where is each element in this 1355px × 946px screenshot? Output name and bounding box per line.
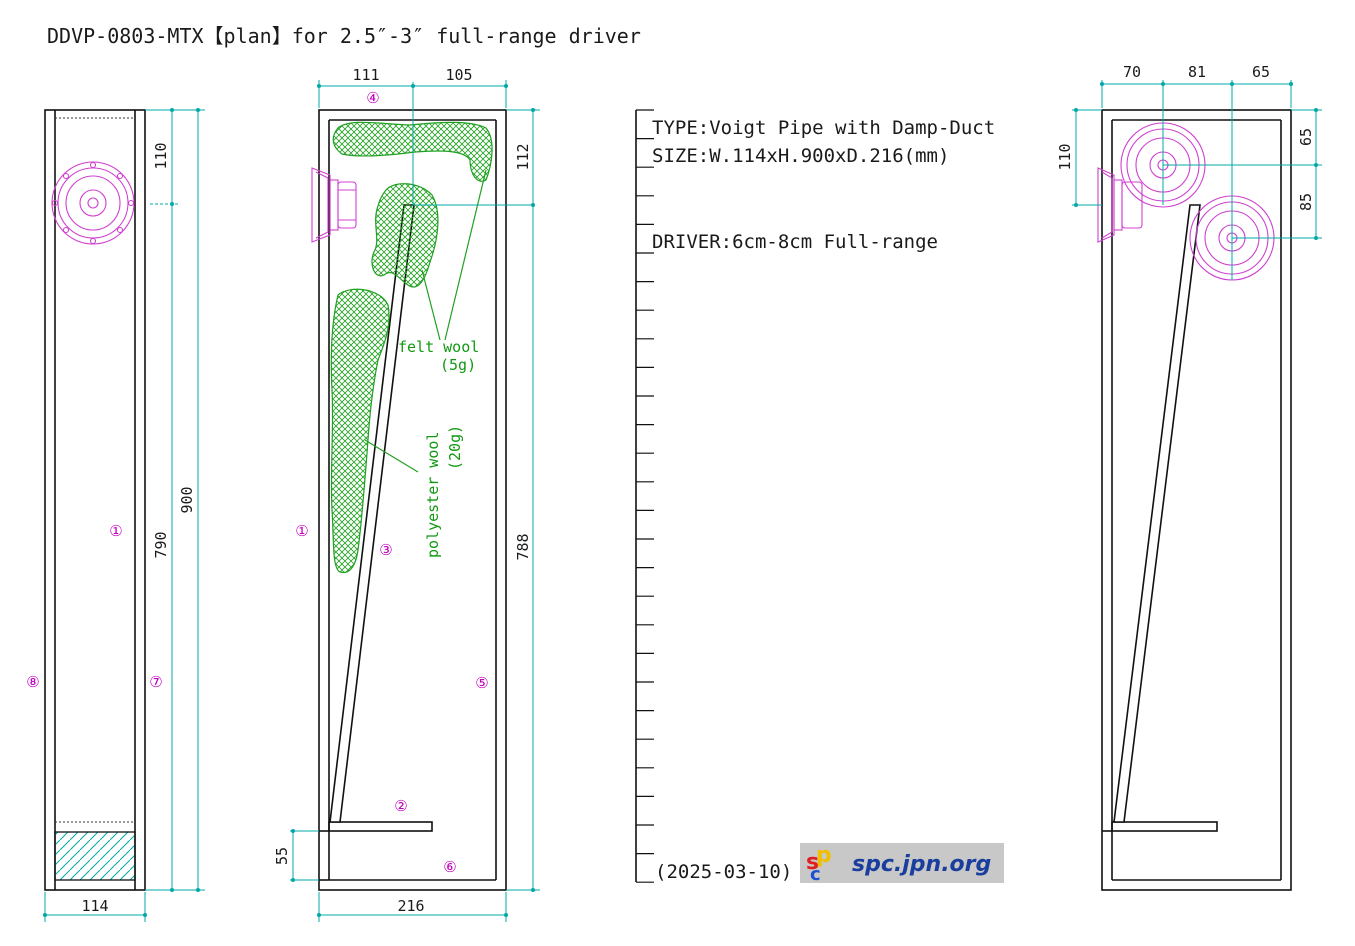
spec-driver: DRIVER:6cm-8cm Full-range: [652, 231, 938, 253]
polyester-wool: [330, 288, 390, 574]
duct-opening-hatch: [54, 831, 136, 881]
side-top-left-dim: 111: [352, 66, 379, 84]
felt-wool-label: felt wool: [398, 338, 479, 356]
polyester-wool-weight: (20g): [446, 425, 464, 470]
felt-wool-weight: (5g): [440, 356, 476, 374]
logo-mark-p: p: [816, 843, 832, 868]
logo-background: [800, 843, 1004, 883]
part-label-3: ③: [379, 541, 392, 559]
alt-outline: [1101, 109, 1292, 891]
part-label-5: ⑤: [475, 674, 488, 692]
side-top-right-dim: 105: [445, 66, 472, 84]
spec-date: (2025-03-10): [655, 861, 792, 883]
side-upper-dim: 112: [514, 143, 532, 170]
alt-right-dim-a: 65: [1297, 128, 1315, 146]
front-height-dim: 900: [178, 486, 196, 513]
part-label-front: ①: [109, 522, 122, 540]
part-label-2: ②: [394, 797, 407, 815]
alt-top-dim-b: 81: [1188, 63, 1206, 81]
front-upper-dim: 110: [152, 142, 170, 169]
alt-top-dim-c: 65: [1252, 63, 1270, 81]
alt-view: 70 81 65 110 65 85: [1056, 63, 1322, 891]
side-view: felt wool (5g) polyester wool (20g) 111 …: [273, 66, 540, 922]
alt-left-dim: 110: [1056, 143, 1074, 170]
felt-wool-middle: [371, 183, 439, 288]
spec-panel: TYPE:Voigt Pipe with Damp-Duct SIZE:W.11…: [635, 109, 1004, 885]
driver-front-icon: [51, 161, 135, 245]
front-width-dim: 114: [81, 897, 108, 915]
polyester-wool-label: polyester wool: [424, 432, 442, 558]
part-label-6: ⑥: [443, 858, 456, 876]
alt-top-dim-a: 70: [1123, 63, 1141, 81]
part-label-4: ④: [366, 89, 379, 107]
alt-right-dim-b: 85: [1297, 193, 1315, 211]
logo-mark-c: c: [810, 864, 821, 885]
side-base-gap-dim: 55: [273, 847, 291, 865]
ruler-ticks: [636, 109, 654, 883]
page-title: DDVP-0803-MTX【plan】for 2.5″-3″ full-rang…: [47, 24, 641, 48]
part-label-side-right: ⑦: [149, 673, 162, 691]
front-panel-outline: [44, 109, 146, 891]
part-label-side-left: ⑧: [26, 673, 39, 691]
logo-text: spc.jpn.org: [852, 852, 991, 877]
alt-slanted-divider: [1113, 204, 1201, 823]
spec-size: SIZE:W.114xH.900xD.216(mm): [652, 145, 949, 167]
side-depth-dim: 216: [397, 897, 424, 915]
part-label-1: ①: [295, 522, 308, 540]
side-lower-dim: 788: [514, 533, 532, 560]
front-lower-dim: 790: [152, 531, 170, 558]
spec-type: TYPE:Voigt Pipe with Damp-Duct: [652, 117, 995, 139]
logo-mark-s: s: [806, 850, 819, 875]
front-view: 114 110 790 900 ① ⑦ ⑧: [26, 108, 205, 922]
alt-driver-side-icon: [1097, 167, 1143, 243]
spc-logo: s p c spc.jpn.org: [800, 843, 1004, 885]
alt-divider-base: [1111, 821, 1218, 832]
driver-side-icon: [311, 167, 357, 243]
divider-base-board: [328, 821, 433, 832]
